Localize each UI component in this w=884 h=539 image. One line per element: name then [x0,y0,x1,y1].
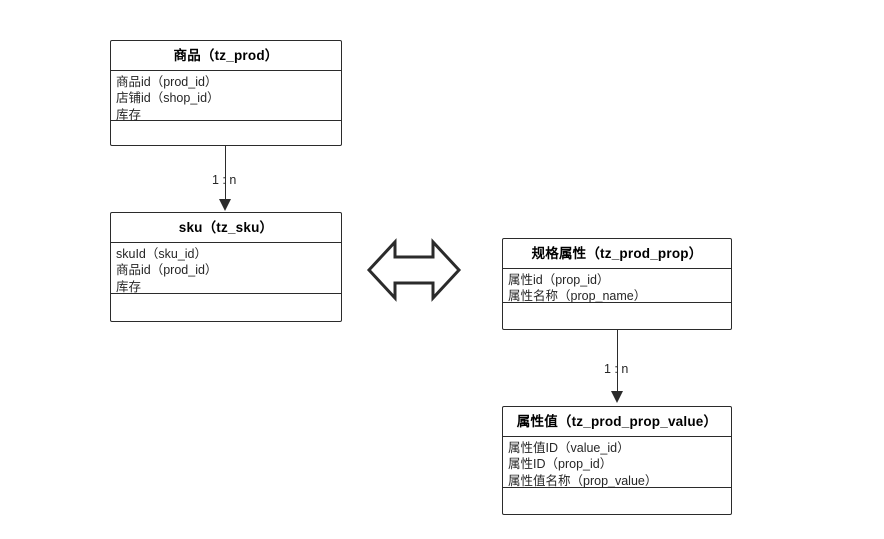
attribute-row: 商品id（prod_id） [116,263,218,278]
attribute-row: 属性ID（prop_id） [508,457,613,472]
entity-attributes-tz-prod-prop: 属性id（prop_id） 属性名称（prop_name） [503,269,731,303]
entity-footer-tz-sku [111,294,341,321]
entity-attributes-tz-sku: skuId（sku_id） 商品id（prod_id） 库存 [111,243,341,294]
attribute-row: 店铺id（shop_id） [116,91,220,106]
entity-tz-prod[interactable]: 商品（tz_prod） 商品id（prod_id） 店铺id（shop_id） … [110,40,342,146]
entity-footer-tz-prod [111,121,341,145]
entity-tz-sku[interactable]: sku（tz_sku） skuId（sku_id） 商品id（prod_id） … [110,212,342,322]
relation-arrowhead [610,391,623,403]
entity-attributes-tz-prod-prop-value: 属性值ID（value_id） 属性ID（prop_id） 属性值名称（prop… [503,437,731,488]
attribute-row: 库存 [116,279,142,294]
bidirectional-arrow-icon [366,234,462,306]
entity-footer-tz-prod-prop-value [503,488,731,514]
relation-arrowhead [218,199,231,211]
entity-attributes-tz-prod: 商品id（prod_id） 店铺id（shop_id） 库存 [111,71,341,122]
entity-title-tz-prod-prop-value: 属性值（tz_prod_prop_value） [503,407,731,437]
entity-title-tz-sku: sku（tz_sku） [111,213,341,243]
relation-cardinality-label: 1 : n [604,362,629,376]
attribute-row: 库存 [116,107,142,122]
entity-title-tz-prod: 商品（tz_prod） [111,41,341,71]
attribute-row: 属性值ID（value_id） [508,441,630,455]
relation-cardinality-label: 1 : n [212,173,237,187]
attribute-row: 商品id（prod_id） [116,75,218,89]
relation-line [617,330,618,392]
attribute-row: 属性值名称（prop_value） [508,473,658,488]
entity-footer-tz-prod-prop [503,303,731,329]
entity-title-tz-prod-prop: 规格属性（tz_prod_prop） [503,239,731,269]
relation-line [225,146,226,200]
attribute-row: 属性名称（prop_name） [508,289,647,304]
attribute-row: 属性id（prop_id） [508,273,610,287]
entity-tz-prod-prop[interactable]: 规格属性（tz_prod_prop） 属性id（prop_id） 属性名称（pr… [502,238,732,330]
attribute-row: skuId（sku_id） [116,247,208,261]
entity-tz-prod-prop-value[interactable]: 属性值（tz_prod_prop_value） 属性值ID（value_id） … [502,406,732,515]
